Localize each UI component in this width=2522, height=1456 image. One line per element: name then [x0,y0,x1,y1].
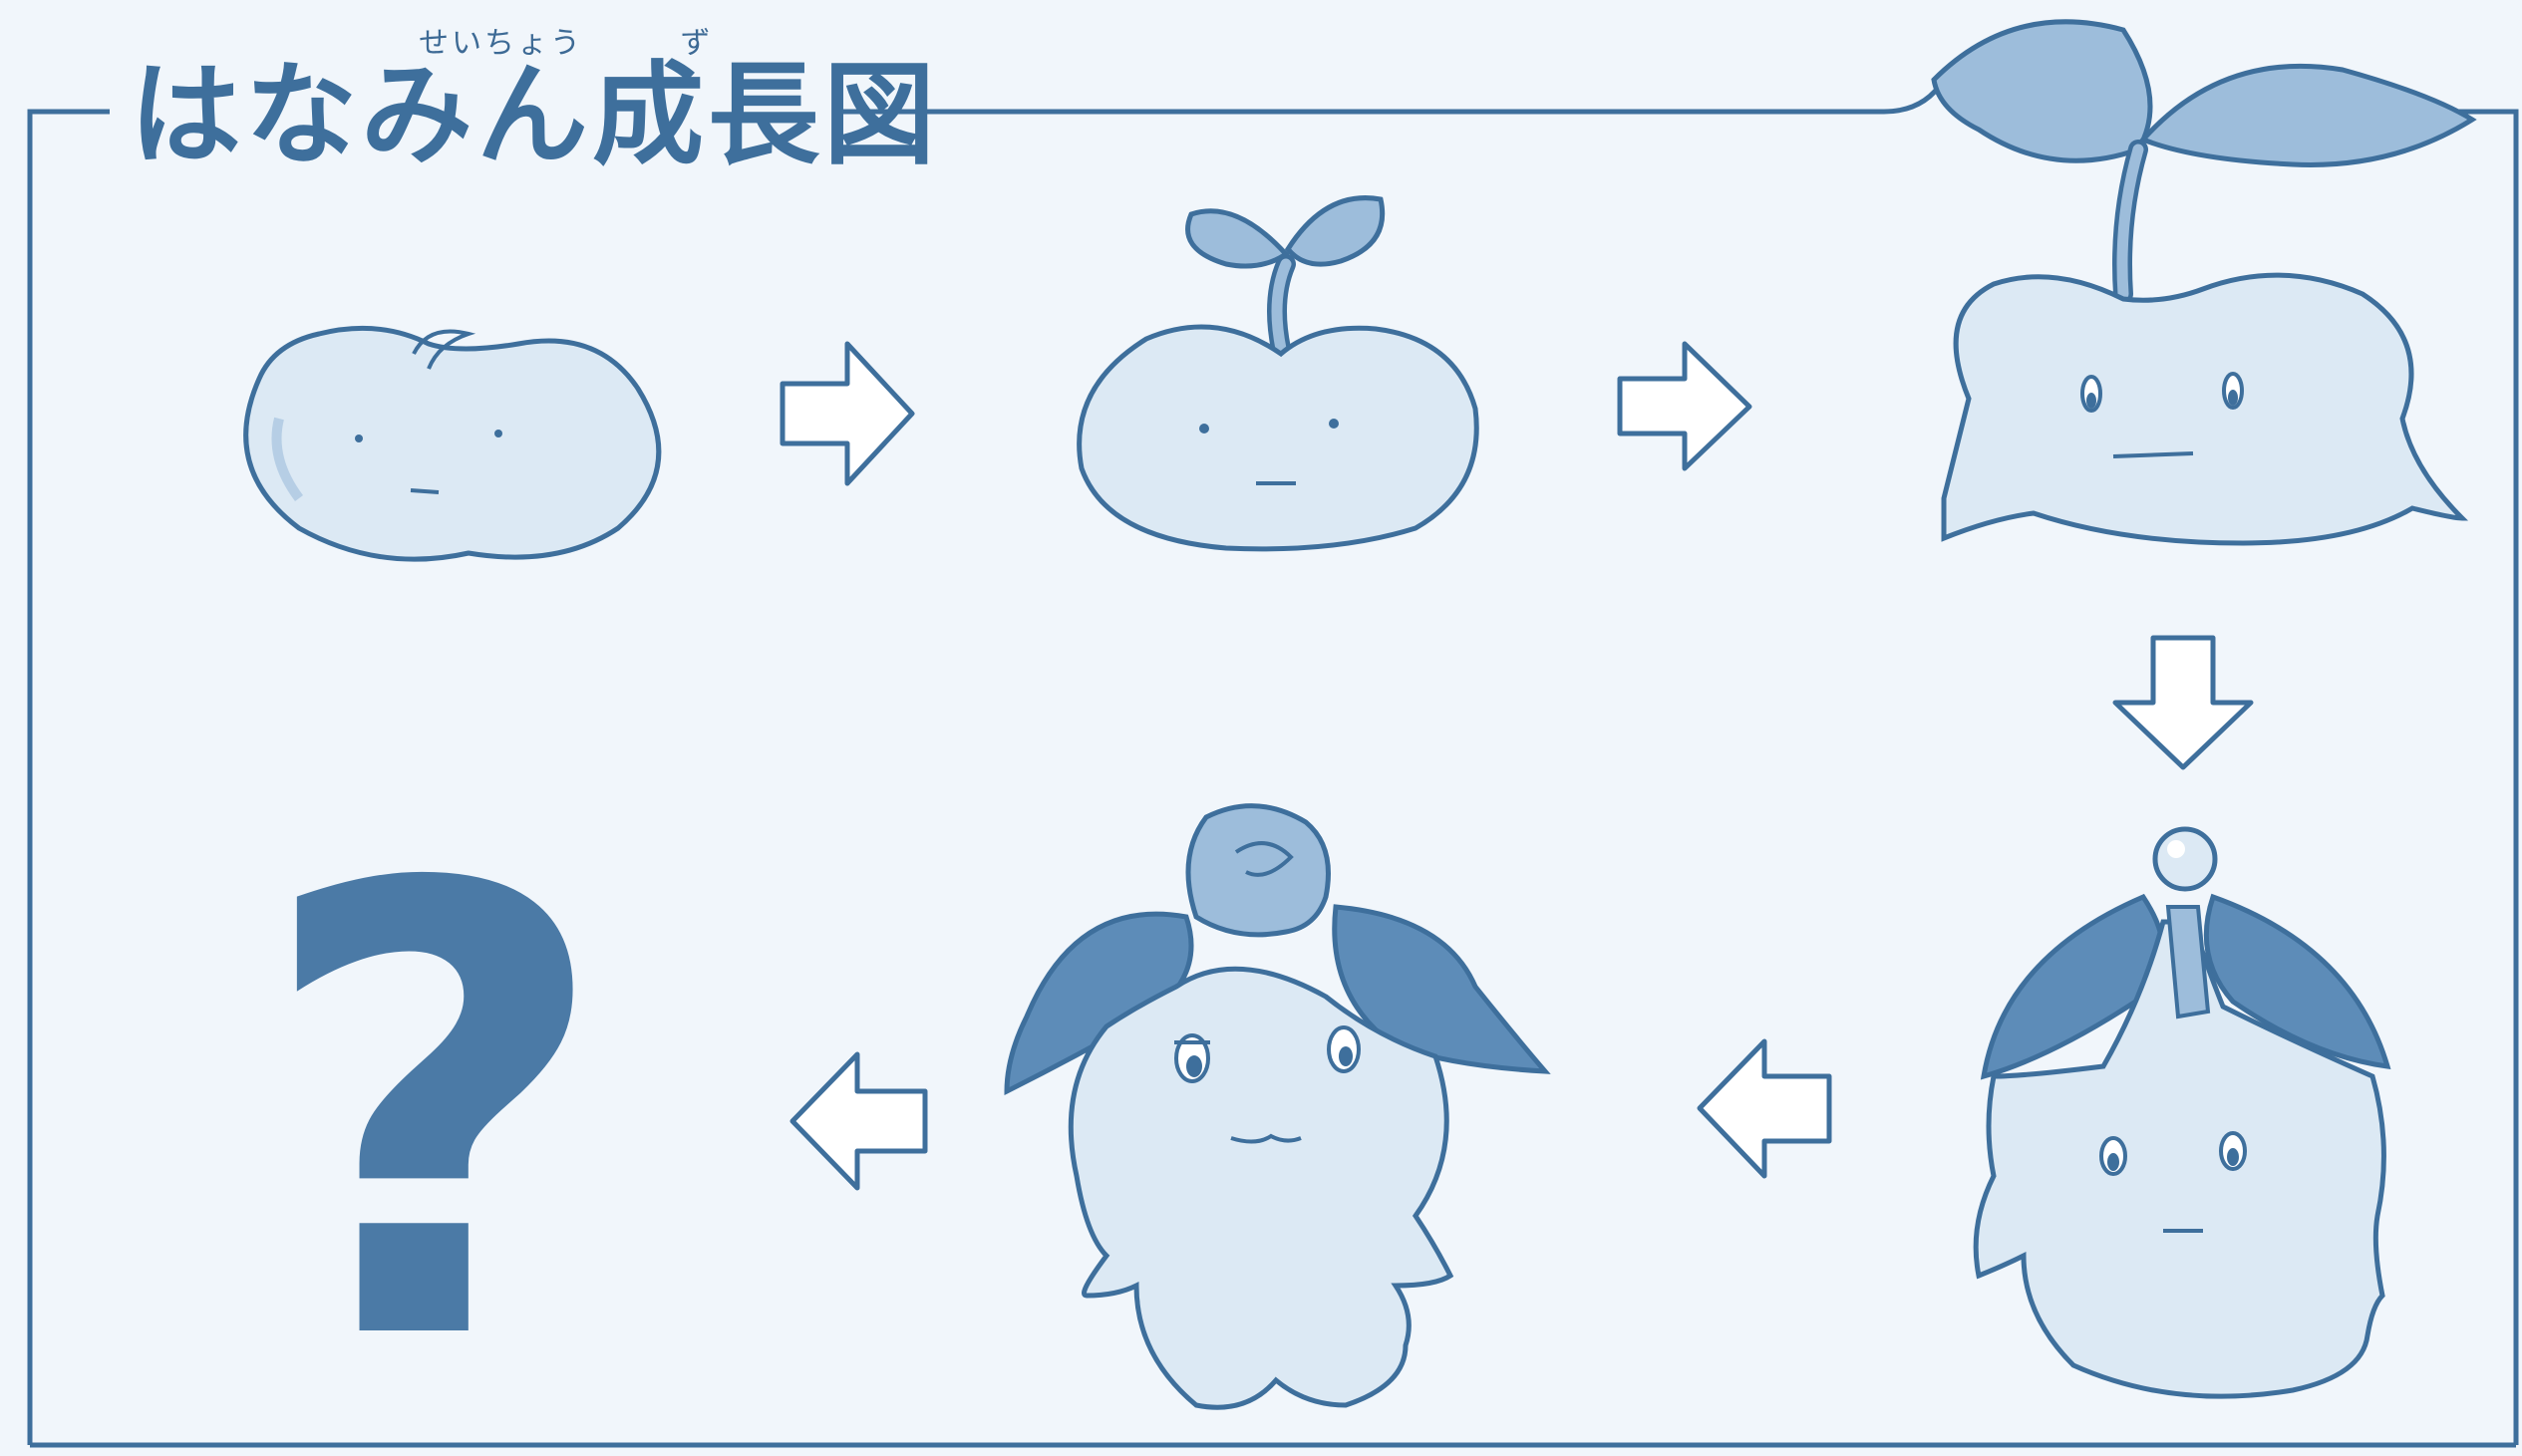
page-title: はなみん成長図 [130,51,939,180]
stage-sprout-large [1931,19,2477,546]
arrow-right-2 [1617,341,1752,471]
furigana-zu: ず [680,26,714,61]
arrow-left-2 [789,1051,928,1191]
stage-unknown: ? [254,758,613,1456]
arrow-left-1 [1697,1038,1832,1179]
title-furigana: せいちょう ず [419,18,714,62]
question-mark: ? [254,758,613,1452]
stage-flower [1004,803,1551,1410]
title-backing [115,18,840,138]
arrow-down [2112,635,2254,770]
stage-seed [243,325,662,562]
stage-bud [1973,826,2391,1399]
arrow-right-1 [780,341,915,486]
furigana-seichou: せいちょう [419,26,583,61]
stage-sprout [1077,195,1479,552]
